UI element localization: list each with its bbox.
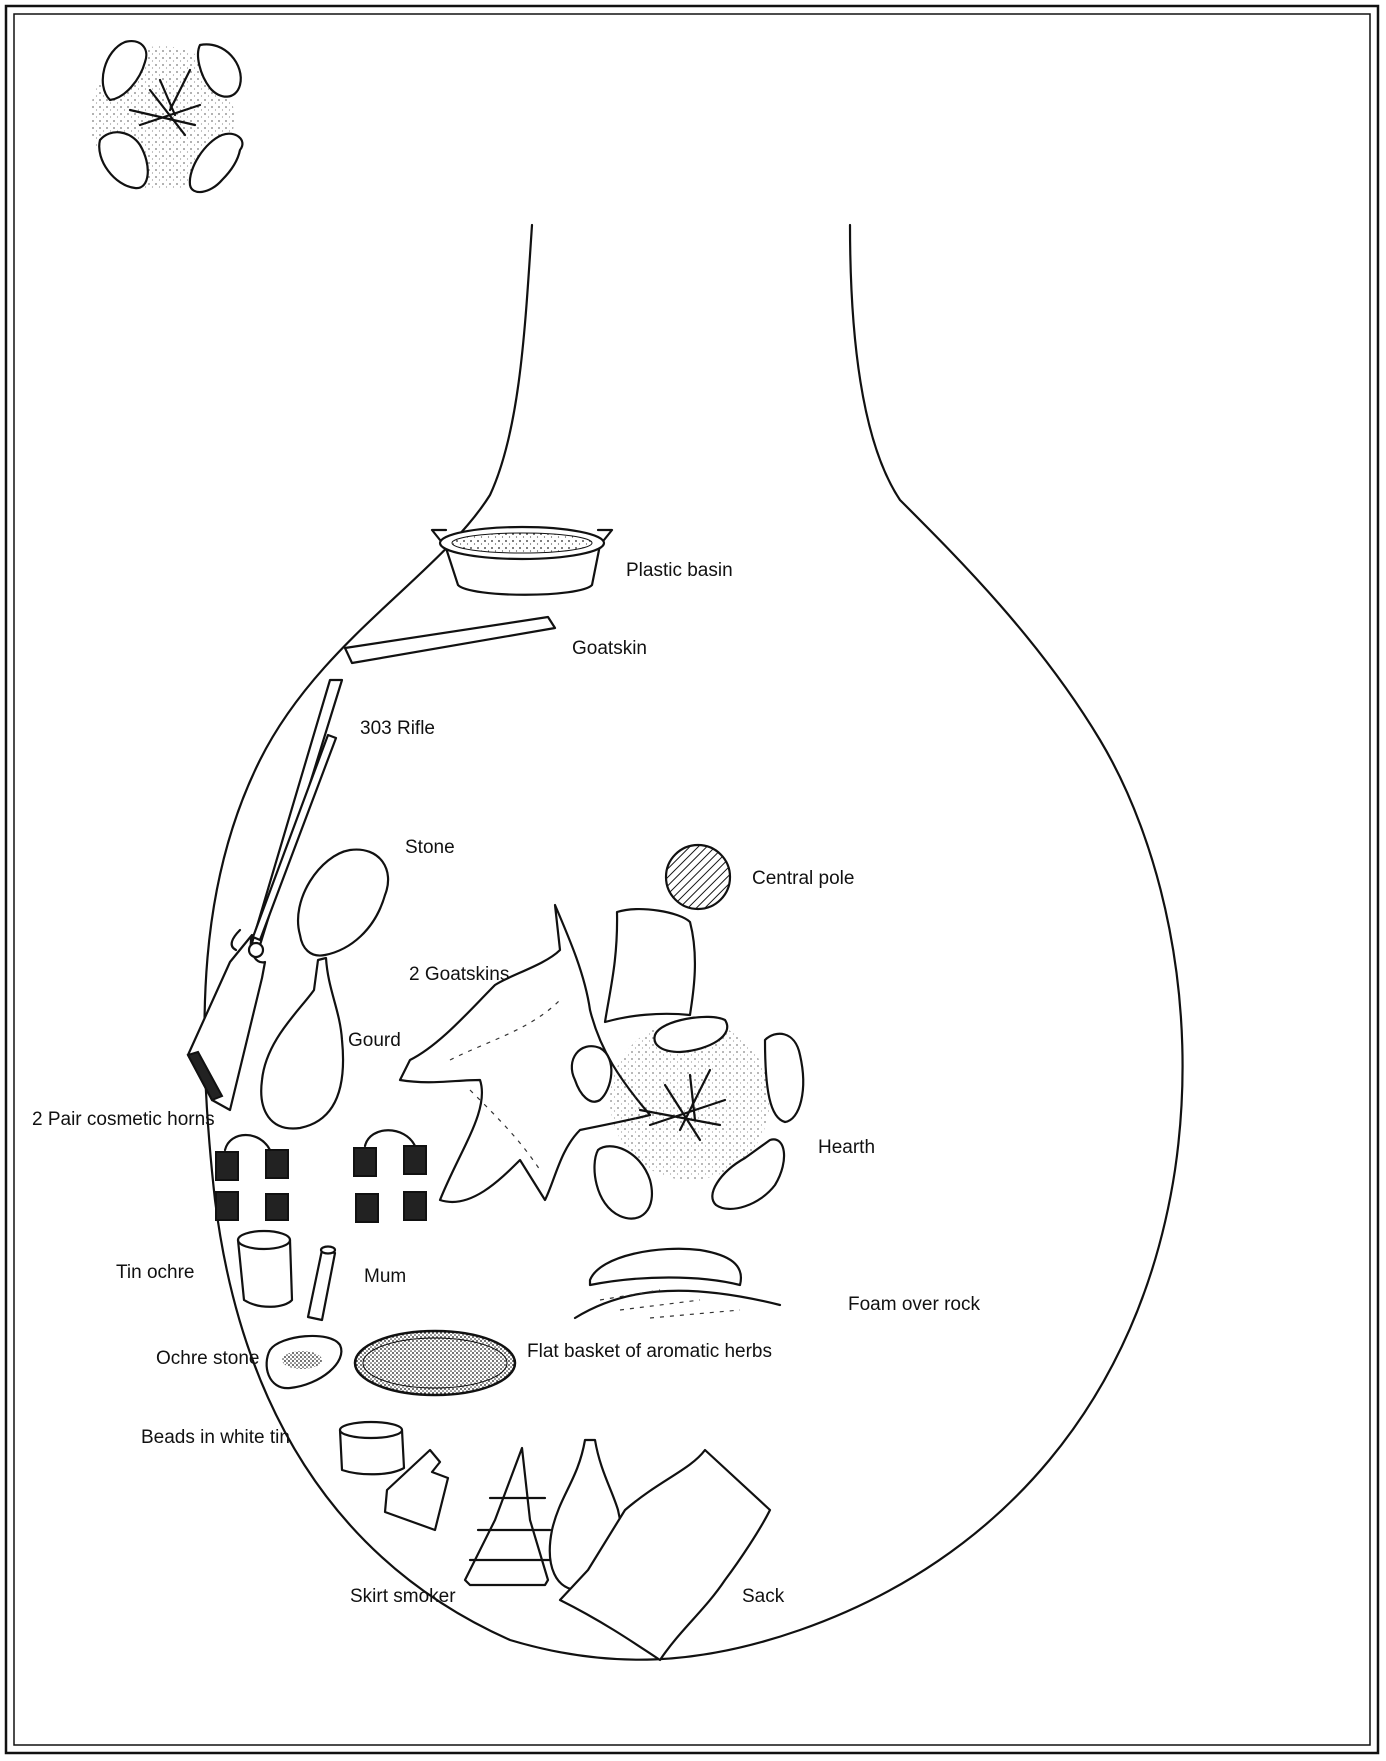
- label-tin-ochre: Tin ochre: [116, 1262, 195, 1283]
- label-two-goatskins: 2 Goatskins: [409, 964, 509, 985]
- label-sack: Sack: [742, 1586, 785, 1607]
- flat-basket-icon: [355, 1331, 515, 1395]
- label-cosmetic-horns: 2 Pair cosmetic horns: [32, 1109, 215, 1130]
- goatskin-strip-icon: [345, 617, 555, 663]
- ochre-stone-icon: [267, 1336, 342, 1388]
- plastic-basin-icon: [432, 527, 612, 595]
- beads-tin-icon: [340, 1422, 404, 1474]
- foam-rock-icon: [575, 1249, 780, 1318]
- label-skirt-smoker: Skirt smoker: [350, 1586, 456, 1607]
- tin-ochre-icon: [238, 1231, 292, 1307]
- label-goatskin: Goatskin: [572, 638, 647, 659]
- label-ochre-stone: Ochre stone: [156, 1348, 260, 1369]
- label-gourd: Gourd: [348, 1030, 401, 1051]
- mum-icon: [308, 1247, 335, 1321]
- label-stone: Stone: [405, 837, 455, 858]
- label-mum: Mum: [364, 1266, 406, 1287]
- label-flat-basket: Flat basket of aromatic herbs: [527, 1341, 772, 1362]
- cosmetic-horns-icon: [216, 1130, 426, 1222]
- label-hearth: Hearth: [818, 1137, 875, 1158]
- label-foam-over-rock: Foam over rock: [848, 1294, 980, 1315]
- label-rifle: 303 Rifle: [360, 718, 435, 739]
- label-central-pole: Central pole: [752, 868, 854, 889]
- skirt-smoker-icon: [465, 1448, 555, 1585]
- stone-icon: [298, 850, 388, 956]
- small-hearth-icon: [90, 41, 242, 192]
- label-beads: Beads in white tin: [141, 1427, 290, 1448]
- label-plastic-basin: Plastic basin: [626, 560, 733, 581]
- central-pole-icon: [666, 845, 730, 909]
- gourd-icon: [261, 958, 343, 1128]
